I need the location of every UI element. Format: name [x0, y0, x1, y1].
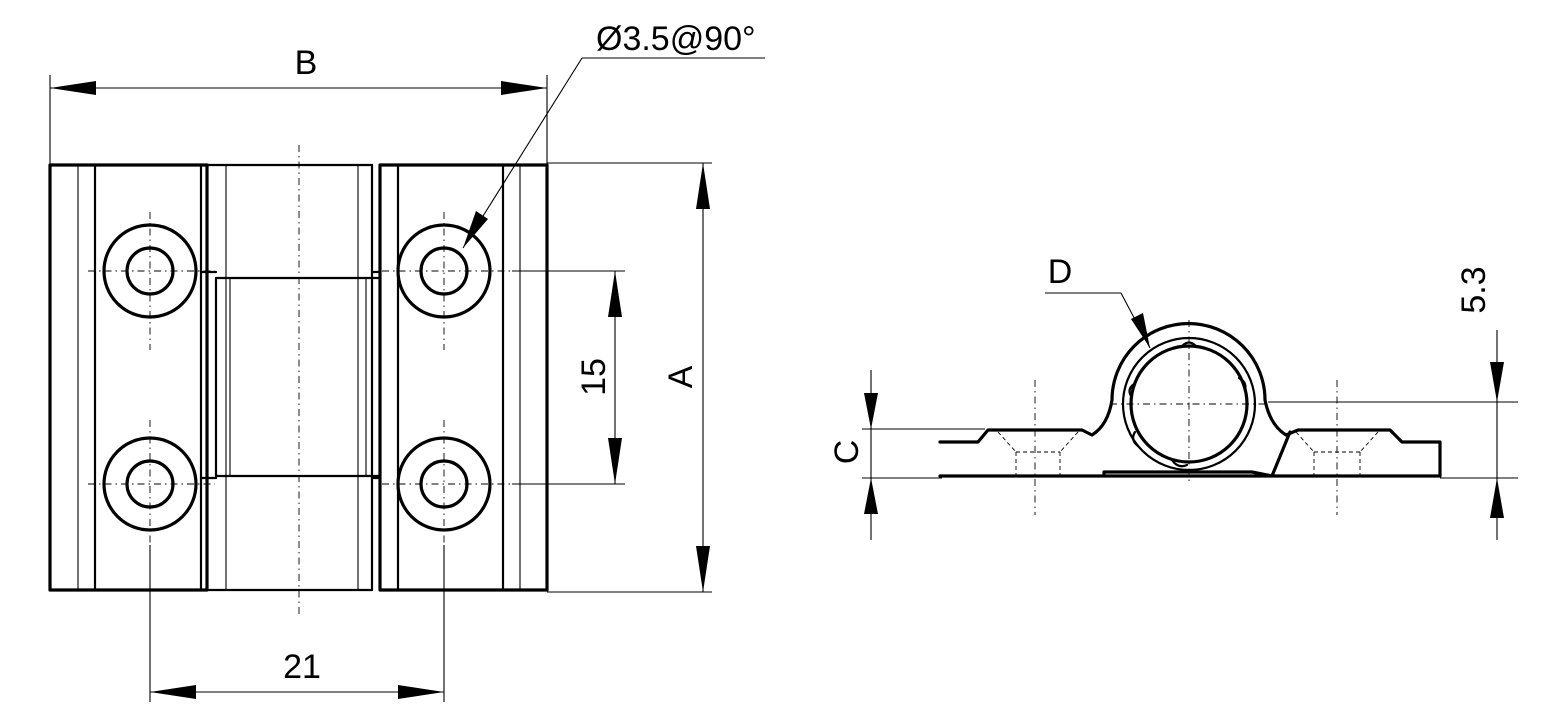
hole-spec-callout: Ø3.5@90° — [462, 20, 765, 249]
middle-knuckle — [199, 163, 382, 592]
side-view — [938, 320, 1442, 515]
dimension-a: A — [547, 162, 712, 593]
dimension-a-label: A — [662, 365, 700, 388]
dimension-21: 21 — [149, 545, 445, 702]
hole-top-right — [396, 223, 492, 319]
hole-bottom-right — [396, 436, 492, 532]
dimension-5-3: 5.3 — [1268, 266, 1518, 540]
hole-spec-label: Ø3.5@90° — [596, 20, 756, 58]
dimension-15-label: 15 — [575, 358, 613, 396]
side-body-outline — [938, 321, 1442, 478]
dimension-b: B — [49, 44, 548, 165]
dimension-c-label: C — [828, 440, 866, 465]
front-view — [48, 145, 549, 615]
countersink-left — [997, 431, 1079, 476]
dimension-21-label: 21 — [283, 648, 321, 686]
dimension-c: C — [828, 370, 985, 540]
dimension-d-label: D — [1048, 253, 1073, 291]
dimension-5-3-label: 5.3 — [1455, 266, 1493, 313]
hole-top-left — [102, 223, 198, 319]
left-leaf — [48, 163, 209, 592]
dimension-b-label: B — [295, 44, 318, 82]
dimension-d: D — [1045, 253, 1151, 349]
hole-bottom-left — [102, 436, 198, 532]
dimension-15: 15 — [512, 270, 625, 485]
